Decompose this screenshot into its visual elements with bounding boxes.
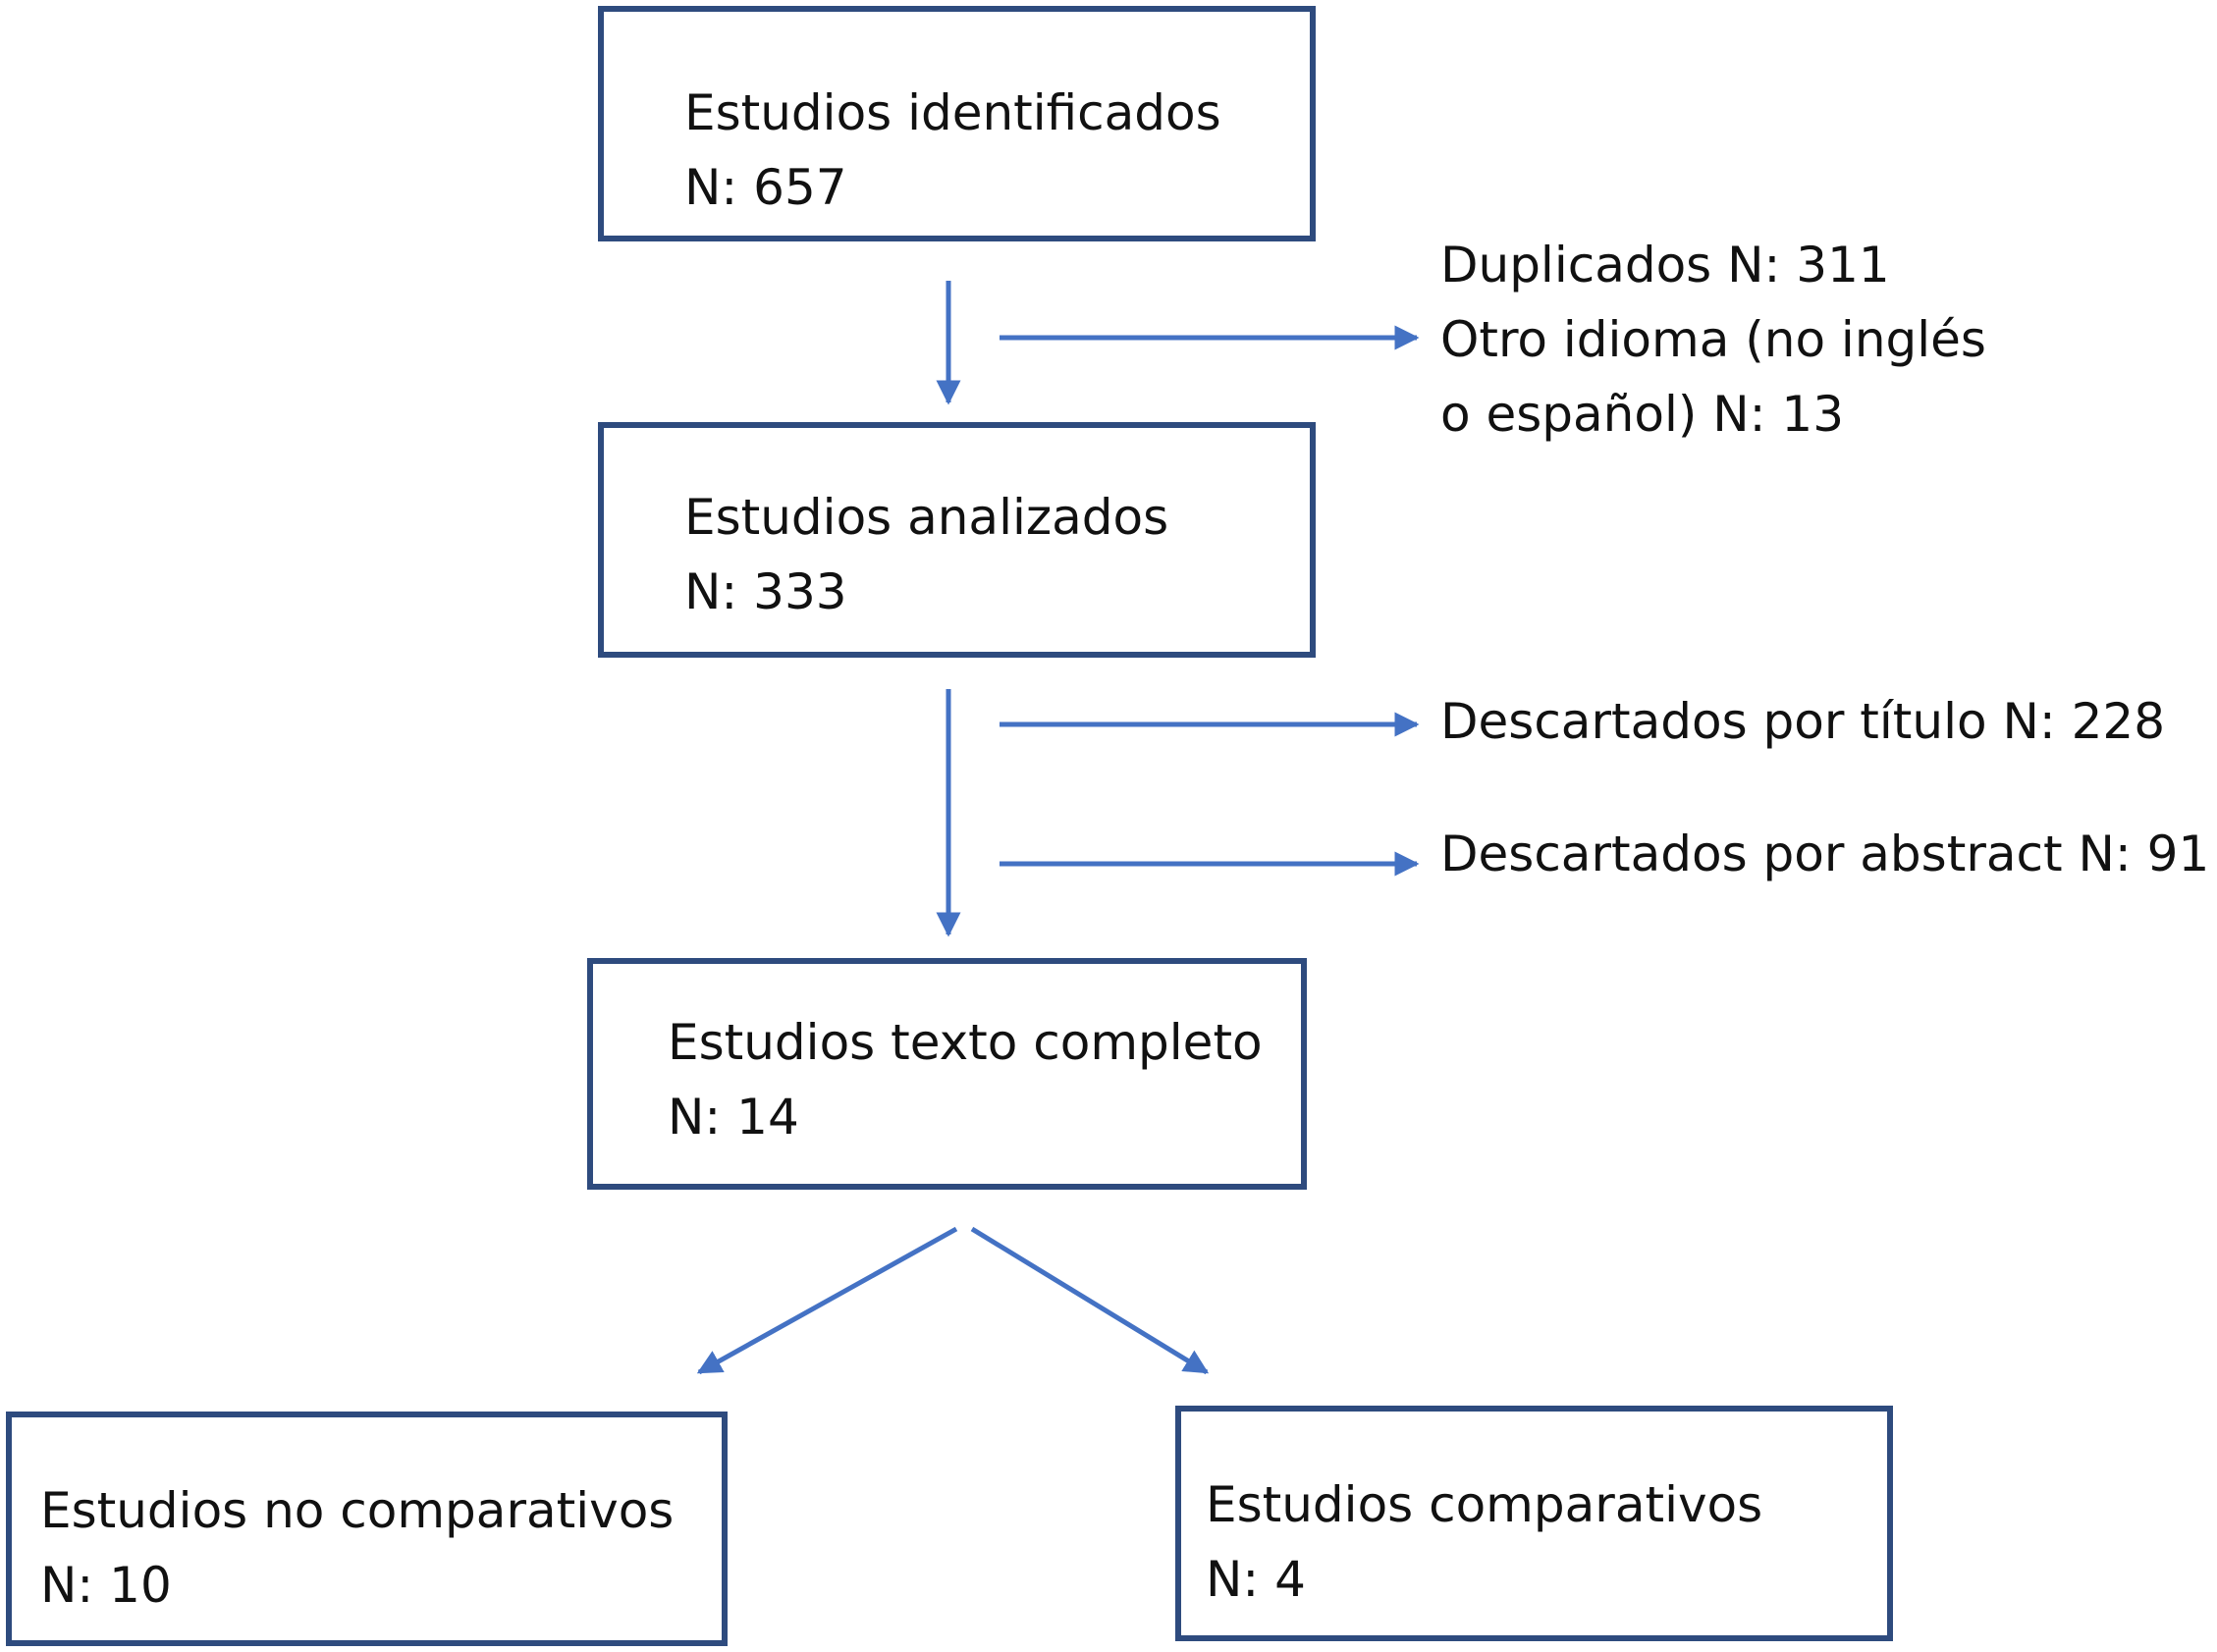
arrow-fulltext-to-non-comparative — [696, 1226, 958, 1375]
box-studies-identified-text: Estudios identificados N: 657 — [684, 76, 1221, 225]
exclusion-by-abstract-label: Descartados por abstract N: 91 — [1440, 826, 2210, 882]
exclusion-by-abstract: Descartados por abstract N: 91 — [1440, 817, 2209, 891]
exclusion-language-line2: o español) N: 13 — [1440, 386, 1845, 443]
box-studies-non-comparative-title: Estudios no comparativos — [40, 1482, 675, 1539]
box-studies-analyzed-text: Estudios analizados N: 333 — [684, 480, 1168, 629]
exclusion-duplicates-language: Duplicados N: 311 Otro idioma (no inglés… — [1440, 228, 1986, 452]
box-studies-comparative-text: Estudios comparativos N: 4 — [1206, 1467, 1762, 1617]
arrow-fulltext-to-comparative — [970, 1226, 1210, 1375]
box-studies-identified: Estudios identificados N: 657 — [598, 6, 1316, 241]
box-studies-analyzed-title: Estudios analizados — [684, 489, 1169, 546]
box-studies-identified-title: Estudios identificados — [684, 84, 1221, 141]
box-studies-comparative: Estudios comparativos N: 4 — [1175, 1406, 1893, 1641]
box-studies-comparative-count: N: 4 — [1206, 1551, 1306, 1608]
box-studies-analyzed-count: N: 333 — [684, 563, 847, 620]
box-studies-fulltext-text: Estudios texto completo N: 14 — [668, 1005, 1263, 1154]
box-studies-non-comparative-count: N: 10 — [40, 1557, 172, 1614]
exclusion-by-title-label: Descartados por título N: 228 — [1440, 693, 2166, 750]
box-studies-fulltext-title: Estudios texto completo — [668, 1014, 1263, 1071]
box-studies-identified-count: N: 657 — [684, 159, 847, 216]
box-studies-analyzed: Estudios analizados N: 333 — [598, 422, 1316, 658]
exclusion-duplicates: Duplicados N: 311 — [1440, 237, 1890, 293]
exclusion-language-line1: Otro idioma (no inglés — [1440, 311, 1986, 368]
box-studies-comparative-title: Estudios comparativos — [1206, 1476, 1763, 1533]
box-studies-fulltext: Estudios texto completo N: 14 — [587, 958, 1307, 1190]
box-studies-non-comparative: Estudios no comparativos N: 10 — [6, 1412, 728, 1646]
exclusion-by-title: Descartados por título N: 228 — [1440, 684, 2165, 759]
box-studies-fulltext-count: N: 14 — [668, 1089, 799, 1146]
box-studies-non-comparative-text: Estudios no comparativos N: 10 — [40, 1473, 674, 1623]
